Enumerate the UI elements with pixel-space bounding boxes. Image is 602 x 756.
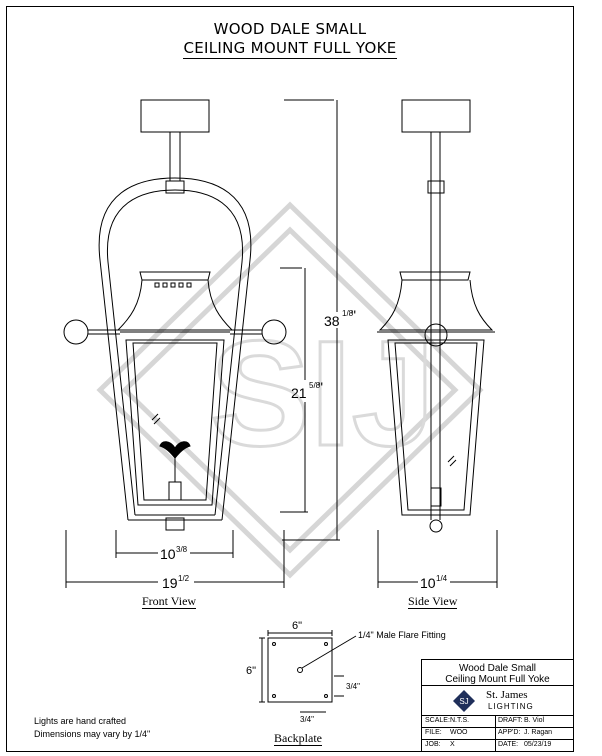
side-dim-width: 10 1/4 bbox=[420, 574, 448, 591]
svg-text:10: 10 bbox=[420, 575, 436, 591]
front-dim-body-width: 10 3/8 bbox=[160, 545, 188, 562]
vent-holes bbox=[154, 282, 192, 288]
backplate-dim-bottom: 3/4" bbox=[300, 715, 314, 724]
svg-text:10: 10 bbox=[160, 546, 176, 562]
front-stem-coupling bbox=[165, 180, 185, 194]
svg-text:1/4: 1/4 bbox=[436, 574, 448, 583]
side-view-label: Side View bbox=[408, 594, 458, 609]
backplate-fitting-callout: 1/4" Male Flare Fitting bbox=[358, 630, 446, 640]
front-dim-overall-height: 38 1/8 " bbox=[324, 307, 356, 329]
tb-scale: N.T.S. bbox=[450, 717, 470, 724]
svg-text:19: 19 bbox=[162, 575, 178, 591]
tb-company: SJ St. James LIGHTING bbox=[422, 686, 573, 716]
backplate-dim-left: 6" bbox=[246, 665, 256, 677]
side-bottom-ring bbox=[429, 519, 443, 533]
side-lantern-body bbox=[387, 339, 485, 516]
backplate-drawing bbox=[259, 630, 357, 713]
svg-text:": " bbox=[318, 379, 323, 395]
dim-height-body: 21 bbox=[291, 385, 307, 401]
front-top-cap bbox=[139, 271, 211, 281]
tb-name1: Wood Dale Small bbox=[458, 663, 537, 674]
tb-name2: Ceiling Mount Full Yoke bbox=[445, 674, 550, 685]
front-bottom-fitting bbox=[165, 517, 185, 531]
drawing-title-line1: WOOD DALE SMALL bbox=[213, 20, 367, 38]
svg-text:3/8: 3/8 bbox=[176, 545, 188, 554]
front-view-label: Front View bbox=[142, 594, 197, 609]
dim-height-total: 38 bbox=[324, 313, 340, 329]
svg-text:SJ: SJ bbox=[459, 697, 468, 706]
side-view-drawing bbox=[377, 99, 498, 588]
front-dim-body-height: 21 5/8 " bbox=[291, 379, 323, 401]
side-canopy bbox=[401, 99, 471, 133]
drawing-title-line2-text: CEILING MOUNT FULL YOKE bbox=[183, 39, 397, 59]
backplate-dim-top: 6" bbox=[292, 620, 302, 632]
front-dim-overall-width: 19 1/2 bbox=[162, 574, 190, 591]
burner bbox=[168, 481, 182, 501]
backplate-dim-right: 3/4" bbox=[346, 682, 360, 691]
right-ball-finial bbox=[261, 319, 287, 345]
fitting-hole bbox=[297, 667, 303, 673]
svg-text:1/2: 1/2 bbox=[178, 574, 190, 583]
tb-date: 05/23/19 bbox=[524, 741, 552, 748]
svg-text:1/8: 1/8 bbox=[342, 309, 354, 318]
left-ball-finial bbox=[63, 319, 89, 345]
note-hand-crafted: Lights are hand crafted bbox=[34, 716, 127, 726]
front-canopy bbox=[140, 99, 210, 133]
front-view-drawing bbox=[63, 99, 340, 588]
svg-text:5/8: 5/8 bbox=[309, 381, 321, 390]
drawing-title-line2: CEILING MOUNT FULL YOKE bbox=[120, 39, 460, 59]
tb-draft: B. Viol bbox=[524, 717, 545, 724]
side-ball-finial bbox=[424, 323, 448, 347]
tb-file: WOO bbox=[450, 729, 468, 736]
yoke-outer bbox=[98, 177, 252, 521]
tb-job: X bbox=[450, 741, 455, 748]
svg-text:": " bbox=[351, 307, 356, 323]
tb-appd: J. Ragan bbox=[524, 729, 553, 736]
title-block: Wood Dale Small Ceiling Mount Full Yoke … bbox=[421, 659, 574, 752]
front-lantern-body bbox=[125, 339, 225, 506]
note-dimensions: Dimensions may vary by 1/4" bbox=[34, 729, 151, 739]
backplate-square bbox=[267, 637, 333, 703]
st-james-logo-icon: SJ bbox=[453, 690, 475, 712]
backplate-label: Backplate bbox=[274, 731, 322, 746]
drawing-border bbox=[6, 6, 574, 752]
